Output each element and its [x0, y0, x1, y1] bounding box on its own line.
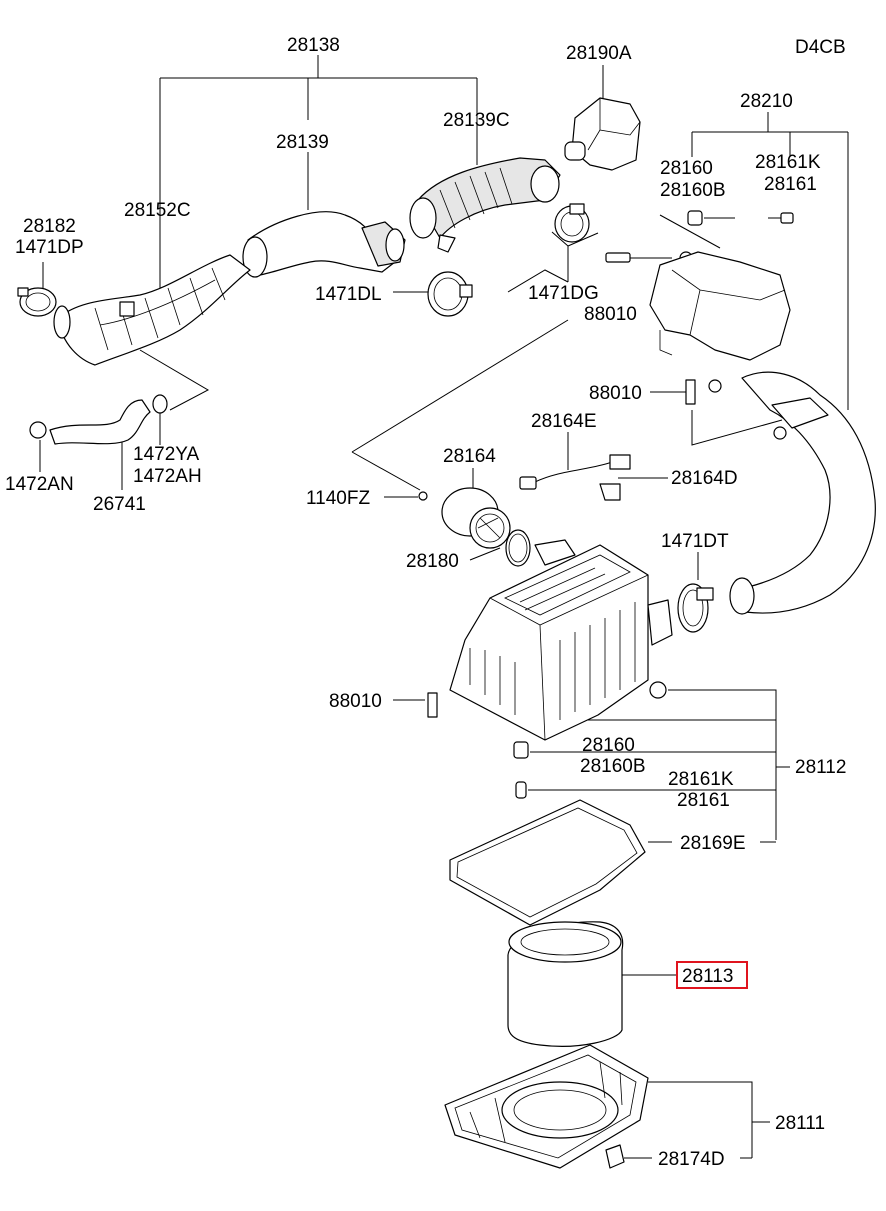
- gasket-28169E: [449, 799, 646, 926]
- bolt-88010-b: [685, 379, 722, 405]
- duct-28139: [242, 211, 406, 278]
- label-1471DL: 1471DL: [315, 284, 382, 305]
- hose-28152C: [53, 254, 251, 366]
- label-28113: 28113: [682, 966, 733, 987]
- label-28164: 28164: [443, 446, 496, 467]
- label-88010-c: 88010: [329, 691, 382, 712]
- hose-28139C: [409, 157, 561, 253]
- label-28161-bot: 28161: [677, 790, 730, 811]
- label-28164E: 28164E: [531, 411, 597, 432]
- label-28160-top: 28160: [660, 158, 713, 179]
- label-28161K-bot: 28161K: [668, 769, 734, 790]
- air-cleaner-body: [449, 539, 673, 741]
- label-28111: 28111: [775, 1113, 825, 1134]
- oring-28180: [505, 529, 531, 567]
- grommet-bottom: [513, 741, 529, 759]
- sensor-wire-28164E: [519, 454, 631, 501]
- intake-hose: [729, 371, 876, 615]
- bolt-88010-c: [427, 692, 438, 718]
- clip-28174D: [605, 1144, 625, 1169]
- label-28160B-bot: 28160B: [580, 756, 646, 777]
- label-28160B-top: 28160B: [660, 180, 726, 201]
- label-28161K-top: 28161K: [755, 152, 821, 173]
- clamp-1471DL: [427, 271, 473, 317]
- screw-1140FZ: [418, 491, 428, 501]
- label-28112: 28112: [795, 757, 846, 778]
- label-1472YA: 1472YA: [133, 444, 200, 465]
- clamp-1471DG: [554, 203, 590, 243]
- label-28138: 28138: [287, 35, 340, 56]
- label-28139: 28139: [276, 132, 329, 153]
- label-28182: 28182: [23, 216, 76, 237]
- label-28210: 28210: [740, 91, 793, 112]
- label-28190A: 28190A: [566, 43, 632, 64]
- part-labels: D4CB 28138 28190A 28210 28139C 28139 281…: [5, 35, 846, 1170]
- resonator-28190A: [564, 97, 641, 171]
- label-1471DP: 1471DP: [15, 237, 84, 258]
- label-28180: 28180: [406, 551, 459, 572]
- label-26741: 26741: [93, 494, 146, 515]
- label-28161-top: 28161: [764, 174, 817, 195]
- sensor-28164: [441, 487, 511, 549]
- leader-lines: [39, 55, 849, 1159]
- lower-housing-28111: [444, 1044, 649, 1169]
- clamp-28182: [17, 287, 57, 317]
- label-28164D: 28164D: [671, 468, 738, 489]
- upper-housing: [649, 251, 791, 361]
- filter-element-28113: [507, 921, 624, 1047]
- clamp-1471DT: [677, 583, 714, 633]
- label-1140FZ: 1140FZ: [306, 488, 370, 509]
- label-88010-a: 88010: [584, 304, 637, 325]
- label-1471DT: 1471DT: [661, 531, 729, 552]
- label-28152C: 28152C: [124, 200, 191, 221]
- label-28160-bot: 28160: [582, 735, 635, 756]
- label-88010-b: 88010: [589, 383, 642, 404]
- grommet-top: [687, 210, 794, 226]
- label-28169E: 28169E: [680, 833, 746, 854]
- label-1472AH: 1472AH: [133, 466, 202, 487]
- label-28139C: 28139C: [443, 110, 510, 131]
- highlight-box-28113: [676, 961, 748, 989]
- pin-bottom: [515, 781, 527, 799]
- label-28174D: 28174D: [658, 1149, 725, 1170]
- hose-26741: [29, 394, 168, 445]
- label-1471DG: 1471DG: [528, 283, 599, 304]
- label-1472AN: 1472AN: [5, 474, 74, 495]
- diagram-code: D4CB: [795, 37, 846, 58]
